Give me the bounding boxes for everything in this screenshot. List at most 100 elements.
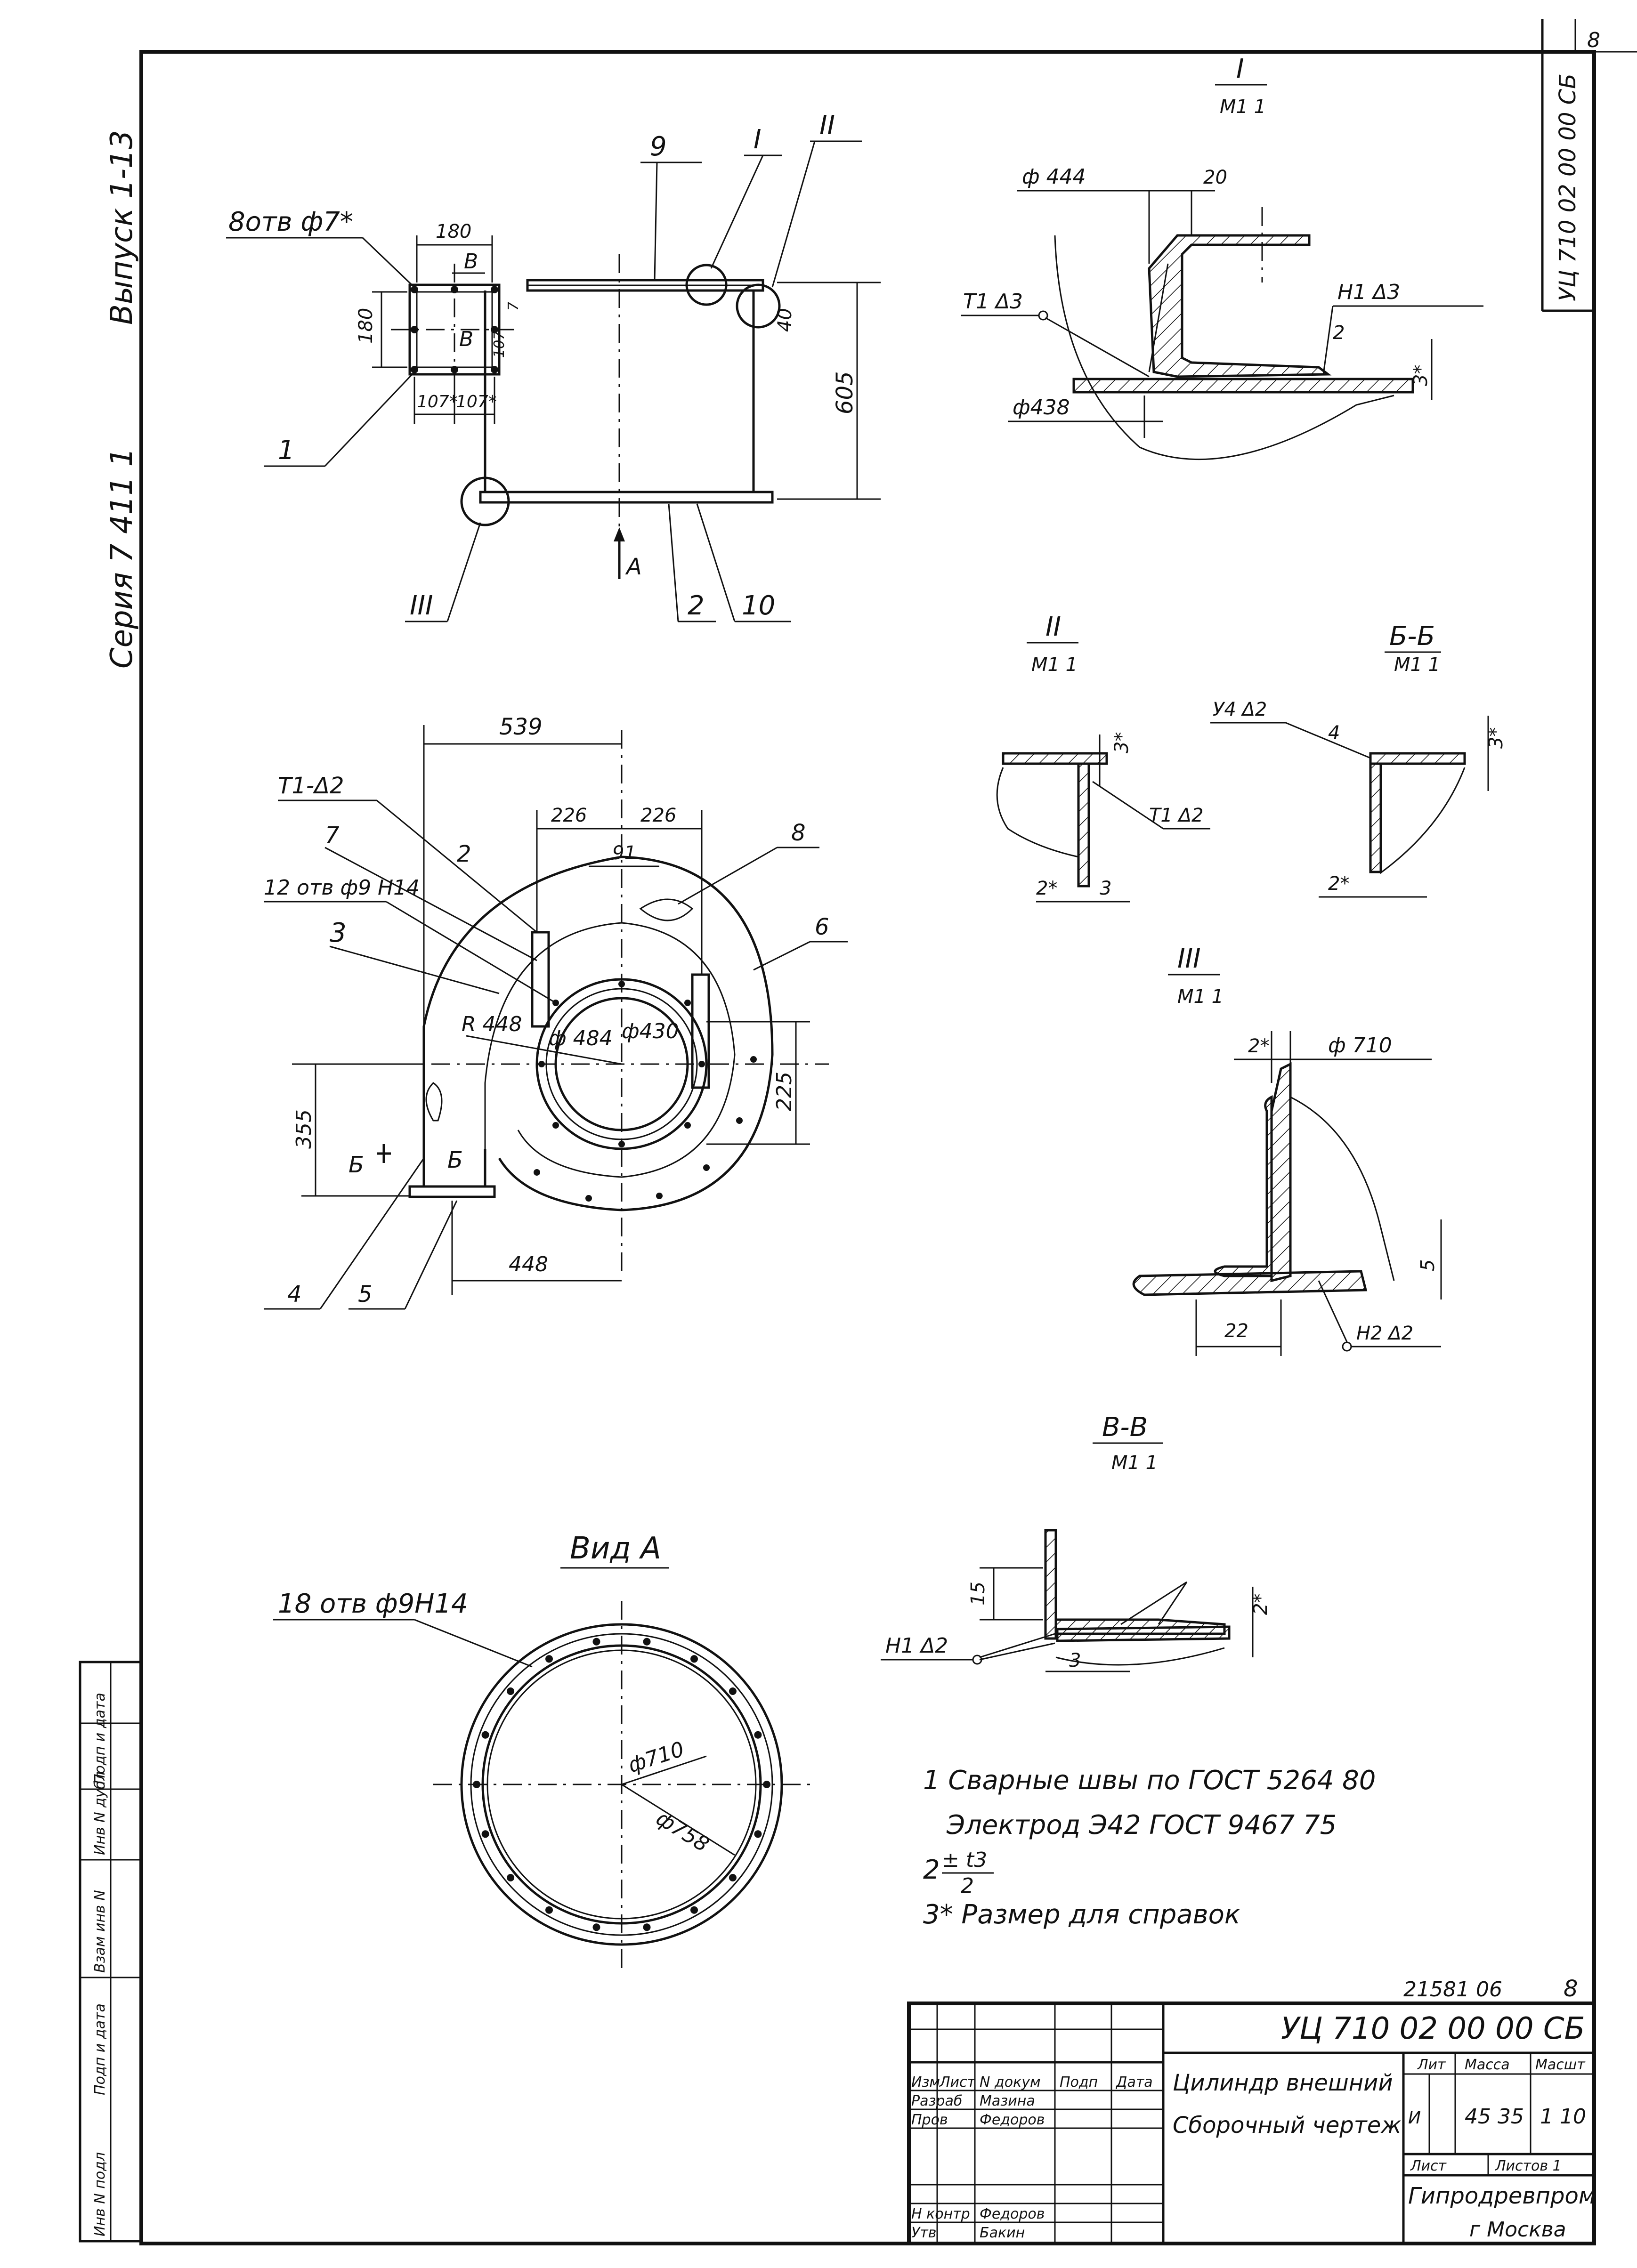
view-a-holes-note: 18 отв ф9Н14 [278, 1589, 468, 1619]
detail-III-dim-2: 2* [1248, 1035, 1269, 1057]
front-view-holes [534, 981, 757, 1202]
detail-I-dim-3: 3* [1410, 365, 1432, 386]
tb-org-2: г Москва [1469, 2218, 1566, 2242]
detail-II-weld: Т1 Δ2 [1149, 805, 1203, 826]
view-a-bolt-hole [729, 1874, 737, 1881]
series-label: Серия 7 411 1 [105, 448, 139, 669]
detail-III-dim-5: 5 [1417, 1259, 1439, 1271]
dim-355: 355 [292, 1109, 316, 1149]
note-2-frac-bot: 2 [961, 1874, 974, 1898]
view-a-holes [473, 1638, 770, 1931]
dim-539: 539 [499, 714, 543, 740]
detail-I-weld-left: Т1 Δ3 [963, 290, 1023, 314]
view-a-bolt-hole [690, 1655, 698, 1663]
detail-I-scale: М1 1 [1220, 96, 1266, 118]
section-vv: В-В М1 1 15 2* 3 Н1 Δ2 [881, 1412, 1272, 1672]
dim-7: 7 [505, 302, 522, 311]
note-3: 3* Размер для справок [923, 1899, 1240, 1930]
view-a-bolt-hole [754, 1830, 762, 1838]
note-2-frac-top: ± t3 [942, 1848, 987, 1872]
front-pos-6: 6 [815, 914, 829, 940]
dim-448: 448 [509, 1252, 548, 1276]
section-bb-dim-2: 2* [1328, 873, 1349, 895]
stamp-cell-inv-dubl: Инв N дубл [92, 1772, 108, 1855]
tb-col-date: Дата [1115, 2074, 1153, 2090]
tb-row1-role: Разраб [911, 2093, 962, 2109]
tb-scale-val: 1 10 [1540, 2105, 1586, 2129]
tb-row3-role: Н контр [911, 2206, 970, 2222]
tb-sheets-label: Листов 1 [1495, 2158, 1562, 2174]
view-a-bolt-hole [643, 1923, 651, 1931]
view-a-title: Вид А [570, 1531, 661, 1566]
section-vv-weld: Н1 Δ2 [885, 1634, 948, 1658]
tb-lit-val: И [1408, 2108, 1421, 2128]
tb-row4-role: Утв [911, 2225, 936, 2241]
note-2-prefix: 2 [923, 1855, 940, 1885]
tb-col-sign: Подп [1060, 2074, 1098, 2090]
stamp-cell-podp-1: Подп и дата [92, 2003, 108, 2095]
dim-180-h: 180 [436, 221, 471, 242]
section-v-mark: В [464, 250, 478, 274]
detail-I-weld-right: Н1 Δ3 [1337, 280, 1400, 304]
front-section-b2: Б [447, 1147, 463, 1173]
view-a-d758: ф758 [652, 1806, 713, 1857]
view-a-d710: ф710 [625, 1737, 687, 1777]
tb-row2-role: Пров [911, 2112, 948, 2128]
tb-col-doc: N докум [980, 2074, 1041, 2090]
detail-III-scale: М1 1 [1177, 986, 1224, 1008]
detail-I-dim-444: ф 444 [1022, 165, 1086, 189]
view-a: Вид А 18 отв ф9Н14 ф710 ф758 [273, 1531, 810, 1968]
section-vv-dim-15: 15 [967, 1582, 989, 1606]
tb-row1-name: Мазина [980, 2093, 1035, 2109]
note-1b: Электрод Э42 ГОСТ 9467 75 [946, 1810, 1337, 1840]
front-pos-8: 8 [791, 820, 806, 846]
holes-note-8: 8отв ф7* [228, 207, 353, 237]
view-a-bolt-hole [643, 1638, 651, 1646]
detail-III-title: III [1177, 944, 1201, 974]
section-vv-dim-3: 3 [1069, 1650, 1081, 1671]
tb-mass-head: Масса [1465, 2057, 1510, 2073]
stamp-cell-inv-podl: Инв N подл [92, 2152, 108, 2236]
sheet-frame [139, 50, 1596, 2245]
dim-226-a: 226 [551, 805, 587, 826]
detail-I-dim-20: 20 [1203, 167, 1227, 188]
view-a-bolt-hole [481, 1731, 489, 1739]
section-bb: Б-Б М1 1 У4 Δ2 4 3* 2* [1210, 621, 1507, 898]
front-r448: R 448 [462, 1012, 522, 1036]
front-weld-note: Т1-Δ2 [278, 773, 344, 799]
tb-name-1: Цилиндр внешний [1173, 2070, 1393, 2096]
detail-II-dim-3a: 3* [1111, 732, 1133, 753]
view-a-bolt-hole [690, 1906, 698, 1914]
top-view: 9 I II 605 40 180 180 107* 107* 107 7 В … [226, 110, 881, 622]
section-bb-title: Б-Б [1389, 621, 1435, 652]
tb-code: УЦ 710 02 00 00 СБ [1281, 2011, 1585, 2046]
section-bb-scale: М1 1 [1394, 654, 1440, 676]
stamp-cell-vzam: Взам инв N [92, 1890, 108, 1973]
view-a-bolt-hole [481, 1830, 489, 1838]
title-block: 21581 06 8 Изм Лист N докум Подп Дата Ра… [907, 1976, 1596, 2245]
side-stamp: Инв N подл Подп и дата Взам инв N Инв N … [79, 1661, 143, 2243]
detail-I-dim-438: ф438 [1013, 395, 1070, 420]
tb-row4-name: Бакин [980, 2225, 1025, 2241]
dim-107-b: 107* [456, 392, 497, 412]
front-d430: ф430 [622, 1019, 679, 1043]
view-a-bolt-hole [729, 1687, 737, 1695]
front-holes-note: 12 отв ф9 Н14 [264, 876, 420, 900]
section-vv-title: В-В [1102, 1412, 1148, 1443]
detail-III: III М1 1 2* ф 710 5 22 Н2 Δ2 [1132, 944, 1442, 1356]
pos-2-label: 2 [688, 590, 705, 621]
corner-code-box: 8 УЦ 710 02 00 00 СБ [1541, 19, 1637, 312]
tb-sheet-label: Лист [1410, 2158, 1447, 2174]
front-pos-4: 4 [287, 1281, 302, 1308]
dim-107-c: 107 [491, 331, 508, 358]
front-section-b1: Б [348, 1152, 364, 1178]
dim-180-v: 180 [355, 308, 377, 344]
pos-9-label: 9 [650, 131, 667, 162]
view-a-bolt-hole [763, 1781, 770, 1788]
detail-III-dim-710: ф 710 [1328, 1033, 1392, 1057]
view-a-bolt-hole [473, 1781, 480, 1788]
section-vv-dim-2: 2* [1250, 1594, 1272, 1615]
tb-scale-head: Масшт [1535, 2057, 1586, 2073]
front-d484: ф 484 [549, 1026, 613, 1050]
detail-II-dim-3b: 3 [1100, 878, 1111, 899]
